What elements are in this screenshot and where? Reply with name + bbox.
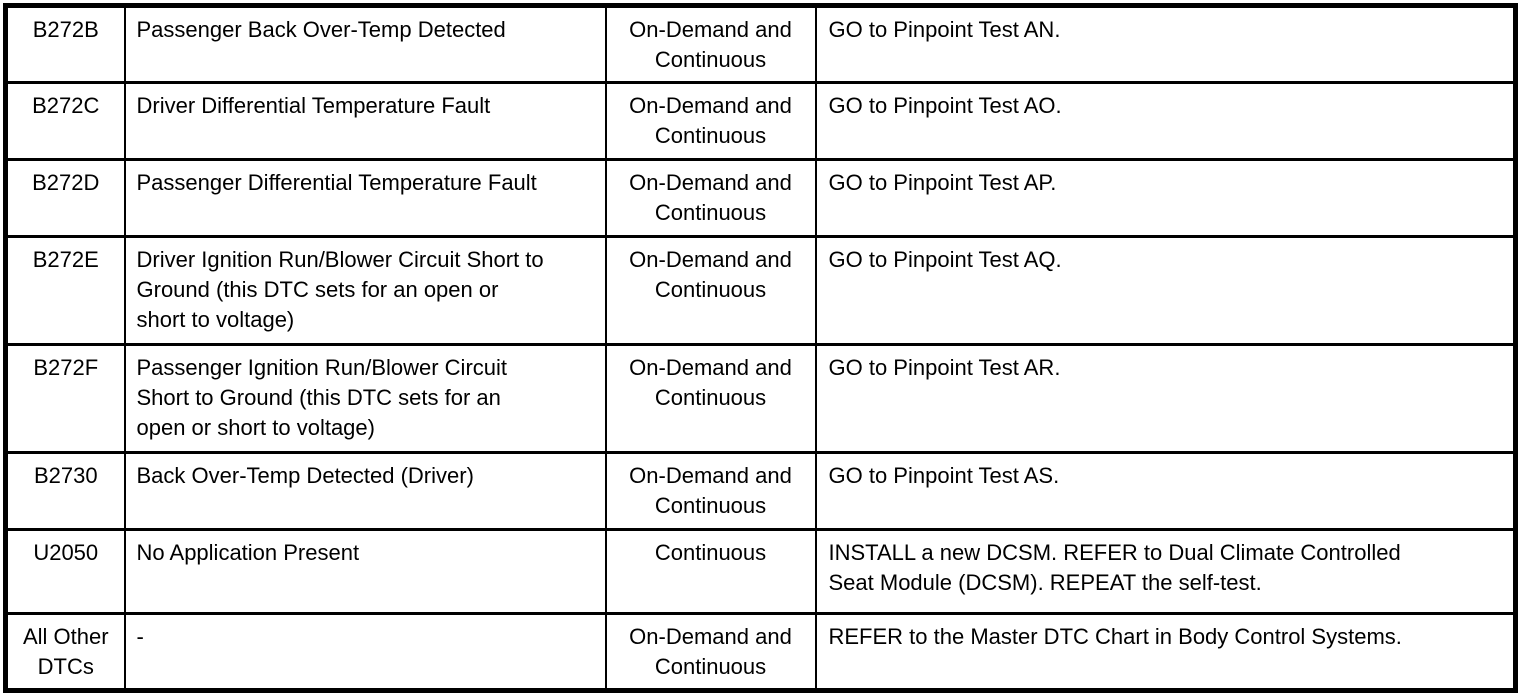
- dtc-cell: B272D: [4, 158, 126, 238]
- action-cell: GO to Pinpoint Test AQ.: [814, 235, 1517, 346]
- dtc-cell: U2050: [4, 528, 126, 615]
- dtc-cell: B2730: [4, 451, 126, 531]
- description-cell: Driver Differential Temperature Fault: [123, 81, 607, 161]
- description-cell: Back Over-Temp Detected (Driver): [123, 451, 607, 531]
- action-cell: GO to Pinpoint Test AP.: [814, 158, 1517, 238]
- dtc-cell: B272B: [4, 4, 126, 84]
- description-cell: Driver Ignition Run/Blower Circuit Short…: [123, 235, 607, 346]
- test-type-cell: On-Demand and Continuous: [604, 4, 817, 84]
- description-cell: -: [123, 612, 607, 692]
- test-type-cell: On-Demand and Continuous: [604, 81, 817, 161]
- action-cell: GO to Pinpoint Test AR.: [814, 343, 1517, 454]
- dtc-cell: B272E: [4, 235, 126, 346]
- description-cell: Passenger Back Over-Temp Detected: [123, 4, 607, 84]
- dtc-cell: B272C: [4, 81, 126, 161]
- description-cell: Passenger Differential Temperature Fault: [123, 158, 607, 238]
- description-cell: No Application Present: [123, 528, 607, 615]
- test-type-cell: On-Demand and Continuous: [604, 235, 817, 346]
- test-type-cell: Continuous: [604, 528, 817, 615]
- action-cell: GO to Pinpoint Test AN.: [814, 4, 1517, 84]
- test-type-cell: On-Demand and Continuous: [604, 451, 817, 531]
- test-type-cell: On-Demand and Continuous: [604, 158, 817, 238]
- description-cell: Passenger Ignition Run/Blower Circuit Sh…: [123, 343, 607, 454]
- action-cell: GO to Pinpoint Test AO.: [814, 81, 1517, 161]
- action-cell: GO to Pinpoint Test AS.: [814, 451, 1517, 531]
- action-cell: REFER to the Master DTC Chart in Body Co…: [814, 612, 1517, 692]
- action-cell: INSTALL a new DCSM. REFER to Dual Climat…: [814, 528, 1517, 615]
- test-type-cell: On-Demand and Continuous: [604, 612, 817, 692]
- test-type-cell: On-Demand and Continuous: [604, 343, 817, 454]
- dtc-cell: All Other DTCs: [4, 612, 126, 692]
- dtc-cell: B272F: [4, 343, 126, 454]
